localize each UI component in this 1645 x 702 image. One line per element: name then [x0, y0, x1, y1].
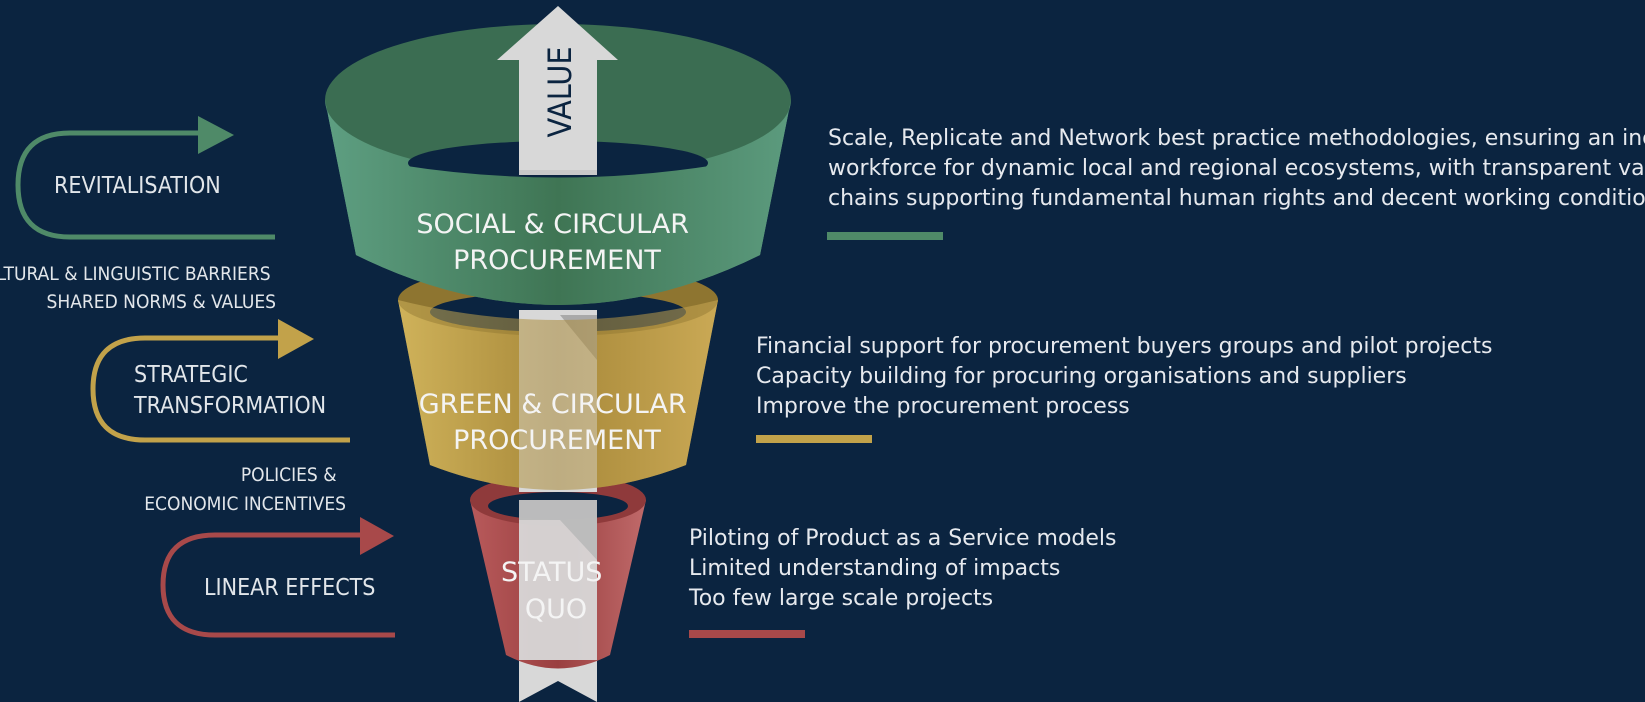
- description-status: Piloting of Product as a Service models …: [689, 524, 1117, 614]
- segment-label-green: GREEN & CIRCULAR PROCUREMENT: [419, 389, 696, 456]
- description-social-bar: [827, 232, 943, 240]
- description-green-line-3: Improve the procurement process: [756, 394, 1130, 419]
- description-status-line-2: Limited understanding of impacts: [689, 556, 1061, 581]
- segment-label-social-line-2: PROCUREMENT: [453, 245, 661, 276]
- arrow-strategic-label-line-1: STRATEGIC: [134, 362, 248, 388]
- segment-label-green-line-2: PROCUREMENT: [453, 425, 661, 456]
- segment-label-social-line-1: SOCIAL & CIRCULAR: [416, 209, 689, 240]
- description-status-line-1: Piloting of Product as a Service models: [689, 526, 1117, 551]
- arrow-strategic-label: STRATEGIC TRANSFORMATION: [133, 362, 326, 419]
- barrier-cultural-line-2: SHARED NORMS & VALUES: [47, 291, 276, 313]
- description-green: Financial support for procurement buyers…: [756, 332, 1492, 422]
- segment-label-status-line-2: QUO: [525, 594, 587, 625]
- barrier-policies: POLICIES & ECONOMIC INCENTIVES: [144, 464, 346, 515]
- arrow-revitalisation-label-line-1: REVITALISATION: [54, 173, 221, 199]
- segment-label-social: SOCIAL & CIRCULAR PROCUREMENT: [416, 209, 697, 276]
- description-green-line-1: Financial support for procurement buyers…: [756, 334, 1493, 359]
- barrier-policies-line-1: POLICIES &: [241, 464, 337, 486]
- value-arrow-label: VALUE: [541, 46, 579, 137]
- description-green-line-2: Capacity building for procuring organisa…: [756, 364, 1407, 389]
- description-social-line-3: chains supporting fundamental human righ…: [828, 186, 1645, 211]
- arrow-linear-label-line-1: LINEAR EFFECTS: [204, 575, 375, 601]
- arrow-strategic-label-line-2: TRANSFORMATION: [133, 393, 326, 419]
- arrow-revitalisation: REVITALISATION: [15, 116, 275, 240]
- arrow-linear-label: LINEAR EFFECTS: [204, 575, 375, 601]
- description-status-line-3: Too few large scale projects: [689, 586, 994, 611]
- description-social: Scale, Replicate and Network best practi…: [828, 124, 1645, 214]
- barrier-cultural-line-1: CULTURAL & LINGUISTIC BARRIERS: [0, 263, 271, 285]
- segment-label-green-line-1: GREEN & CIRCULAR: [419, 389, 687, 420]
- value-arrow-tail: [519, 660, 597, 702]
- arrow-strategic-transformation: STRATEGIC TRANSFORMATION: [90, 319, 350, 443]
- description-social-line-1: Scale, Replicate and Network best practi…: [828, 126, 1645, 151]
- barrier-policies-line-2: ECONOMIC INCENTIVES: [144, 493, 346, 515]
- segment-label-status-line-1: STATUS: [501, 557, 602, 588]
- description-green-bar: [756, 435, 872, 443]
- segment-label-status: STATUS QUO: [501, 557, 611, 625]
- barrier-cultural: CULTURAL & LINGUISTIC BARRIERS SHARED NO…: [0, 263, 276, 313]
- funnel-segment-social-circular: [325, 24, 791, 305]
- value-arrow: VALUE: [497, 6, 618, 175]
- arrow-revitalisation-label: REVITALISATION: [54, 173, 221, 199]
- description-status-bar: [689, 630, 805, 638]
- arrow-linear-effects: LINEAR EFFECTS: [160, 517, 395, 638]
- description-social-line-2: workforce for dynamic local and regional…: [828, 156, 1645, 181]
